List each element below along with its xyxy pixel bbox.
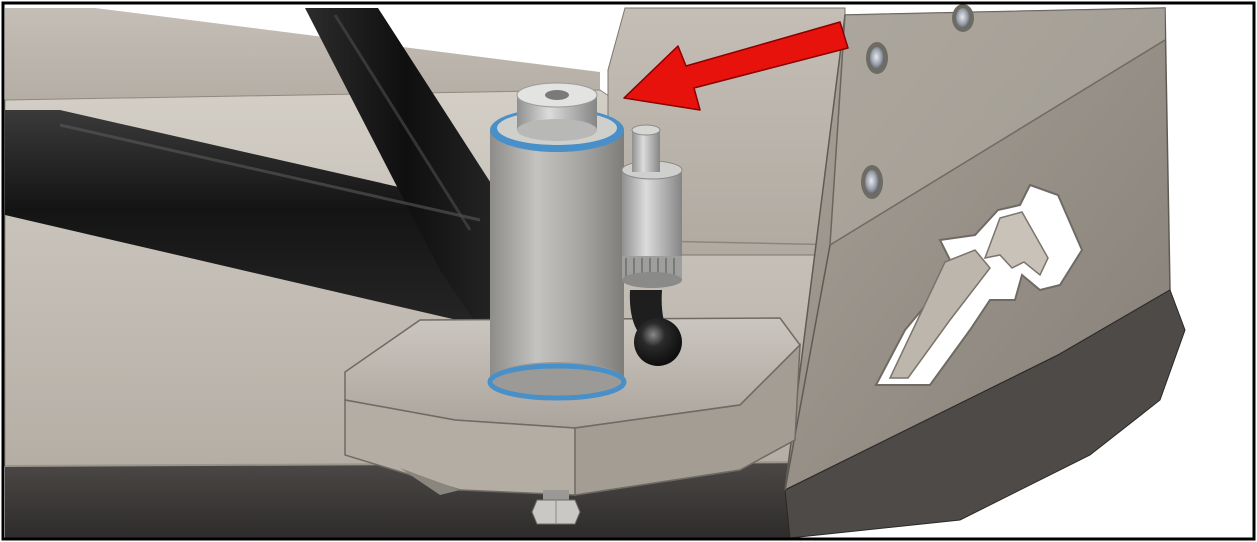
latch-pin: [621, 124, 683, 366]
logo-inner: [888, 249, 991, 379]
pin-body: [622, 170, 682, 268]
bolt-hole-bore: [956, 8, 970, 28]
hex-nut: [531, 490, 581, 525]
frame-tube-diagonal: [305, 8, 505, 322]
nut-shank: [543, 490, 569, 500]
socket-cap-base: [517, 119, 597, 141]
tubular-frame: [5, 8, 505, 330]
pin-knurl-base: [622, 272, 682, 288]
bolt-hole-bore: [870, 47, 884, 69]
cutout-logo: [874, 183, 1084, 386]
bolt-holes: [861, 4, 974, 199]
panel-seam: [829, 14, 846, 246]
blue-washer-bottom: [487, 363, 627, 401]
frame-tube-horizontal: [5, 110, 500, 330]
panel-seam-lower: [784, 244, 831, 491]
cylinder-base: [490, 362, 624, 398]
pin-tip: [631, 124, 661, 136]
tube-highlight: [59, 123, 481, 222]
panel-bevel: [829, 39, 1166, 246]
logo-inner: [983, 211, 1049, 277]
bracket-side: [574, 343, 801, 496]
socket-hex-recess: [545, 90, 569, 100]
callout-arrow: [623, 21, 849, 111]
bolt-hole-bore: [865, 170, 879, 194]
panel-highlight: [830, 8, 1165, 245]
knurl-lines: [625, 258, 675, 278]
ball-knob: [634, 318, 682, 366]
hinge-cylinder: [487, 82, 627, 401]
tube-highlight: [333, 14, 472, 231]
pin-shaft: [632, 130, 660, 172]
side-lower-panel: [784, 289, 1186, 539]
bracket-gusset: [400, 468, 460, 495]
cylinder-body: [490, 130, 624, 380]
